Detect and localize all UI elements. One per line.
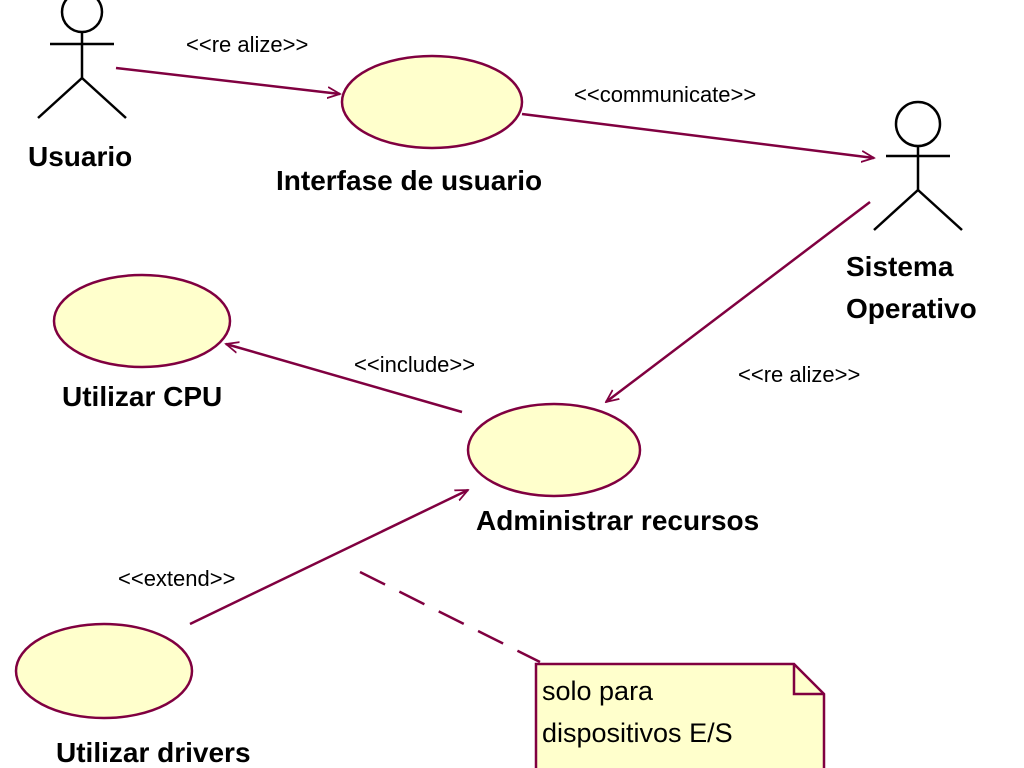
relation-communicate-label: <<communicate>> bbox=[574, 82, 756, 107]
usecase-utilizar-cpu[interactable] bbox=[52, 273, 232, 369]
actor-usuario-label: Usuario bbox=[28, 141, 132, 172]
actor-sistema-label-line1: Sistema bbox=[846, 251, 954, 282]
note-folded-corner bbox=[792, 664, 824, 696]
actor-left-leg bbox=[873, 189, 919, 231]
relation-extend[interactable] bbox=[189, 488, 468, 626]
actor-sistema-operativo[interactable] bbox=[873, 100, 963, 231]
relation-realize-right-label: <<re alize>> bbox=[738, 362, 860, 387]
note-text-line2: dispositivos E/S bbox=[542, 718, 733, 748]
note-anchor-line bbox=[359, 570, 541, 664]
usecase-administrar-recursos[interactable] bbox=[466, 402, 642, 498]
actor-right-leg bbox=[81, 77, 127, 119]
note[interactable]: solo para dispositivos E/S bbox=[534, 662, 826, 768]
relation-realize-sistema-administrar[interactable] bbox=[606, 201, 871, 402]
usecase-utilizar-cpu-label: Utilizar CPU bbox=[62, 381, 222, 412]
actor-usuario[interactable] bbox=[37, 0, 127, 119]
actor-left-leg bbox=[37, 77, 83, 119]
actor-right-leg bbox=[917, 189, 963, 231]
relation-realize-usuario-interfase[interactable] bbox=[115, 66, 340, 94]
note-text-line1: solo para bbox=[542, 676, 654, 706]
usecase-interfase-de-usuario[interactable] bbox=[340, 54, 524, 150]
usecase-utilizar-drivers-label: Utilizar drivers bbox=[56, 737, 251, 768]
usecase-administrar-label: Administrar recursos bbox=[476, 505, 759, 536]
relation-include[interactable] bbox=[226, 344, 463, 414]
usecase-utilizar-drivers[interactable] bbox=[14, 622, 194, 720]
relation-extend-label: <<extend>> bbox=[118, 566, 235, 591]
note-box bbox=[534, 662, 826, 768]
usecase-interfase-label: Interfase de usuario bbox=[276, 165, 542, 196]
relation-include-label: <<include>> bbox=[354, 352, 475, 377]
actor-sistema-label-line2: Operativo bbox=[846, 293, 977, 324]
actor-head bbox=[60, 0, 104, 34]
relation-communicate[interactable] bbox=[521, 112, 874, 158]
relation-realize-top-label: <<re alize>> bbox=[186, 32, 308, 57]
actor-head bbox=[894, 100, 942, 148]
